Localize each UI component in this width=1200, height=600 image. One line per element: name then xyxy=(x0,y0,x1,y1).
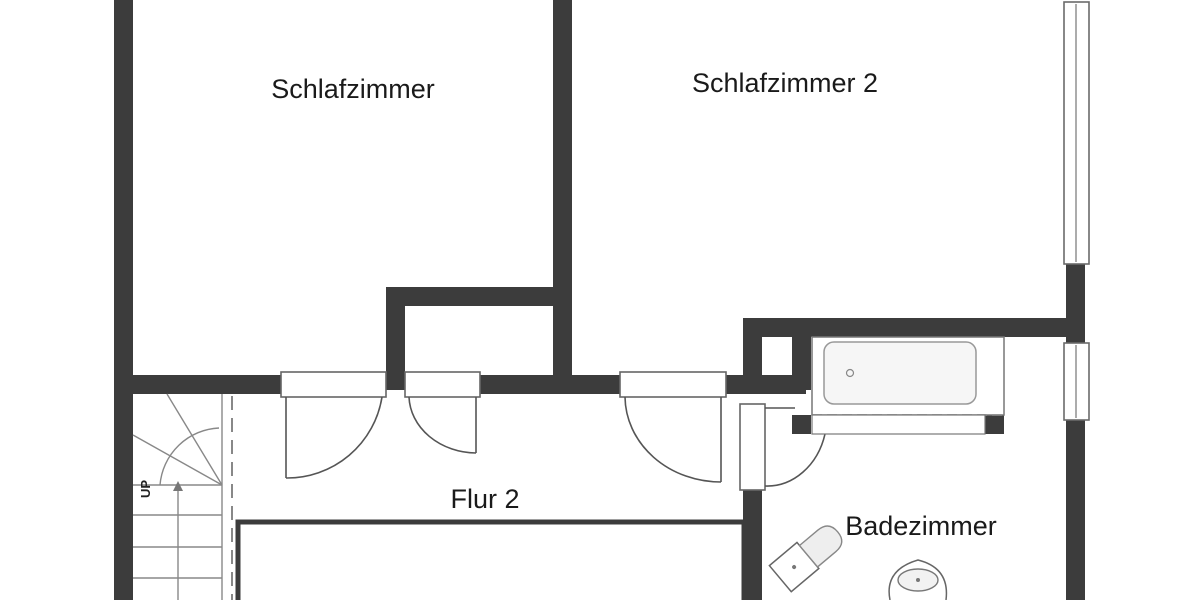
window-schlafzimmer-2 xyxy=(1063,1,1090,265)
door-schlafzimmer-2 xyxy=(619,371,727,483)
sink xyxy=(888,559,948,600)
bathtub xyxy=(811,336,1005,435)
stairs-up-label: UP xyxy=(138,480,153,498)
room-label-schlafzimmer: Schlafzimmer xyxy=(271,74,435,104)
door-badezimmer xyxy=(739,403,826,491)
door-closet xyxy=(404,371,481,454)
staircase: UP xyxy=(132,393,233,600)
room-label-flur-2: Flur 2 xyxy=(450,484,519,514)
door-schlafzimmer xyxy=(280,371,387,479)
room-label-schlafzimmer-2: Schlafzimmer 2 xyxy=(692,68,878,98)
window-badezimmer xyxy=(1063,342,1090,421)
toilet xyxy=(768,525,843,593)
room-label-badezimmer: Badezimmer xyxy=(845,511,997,541)
walls xyxy=(114,0,1085,600)
built-in-cabinet xyxy=(235,519,747,600)
